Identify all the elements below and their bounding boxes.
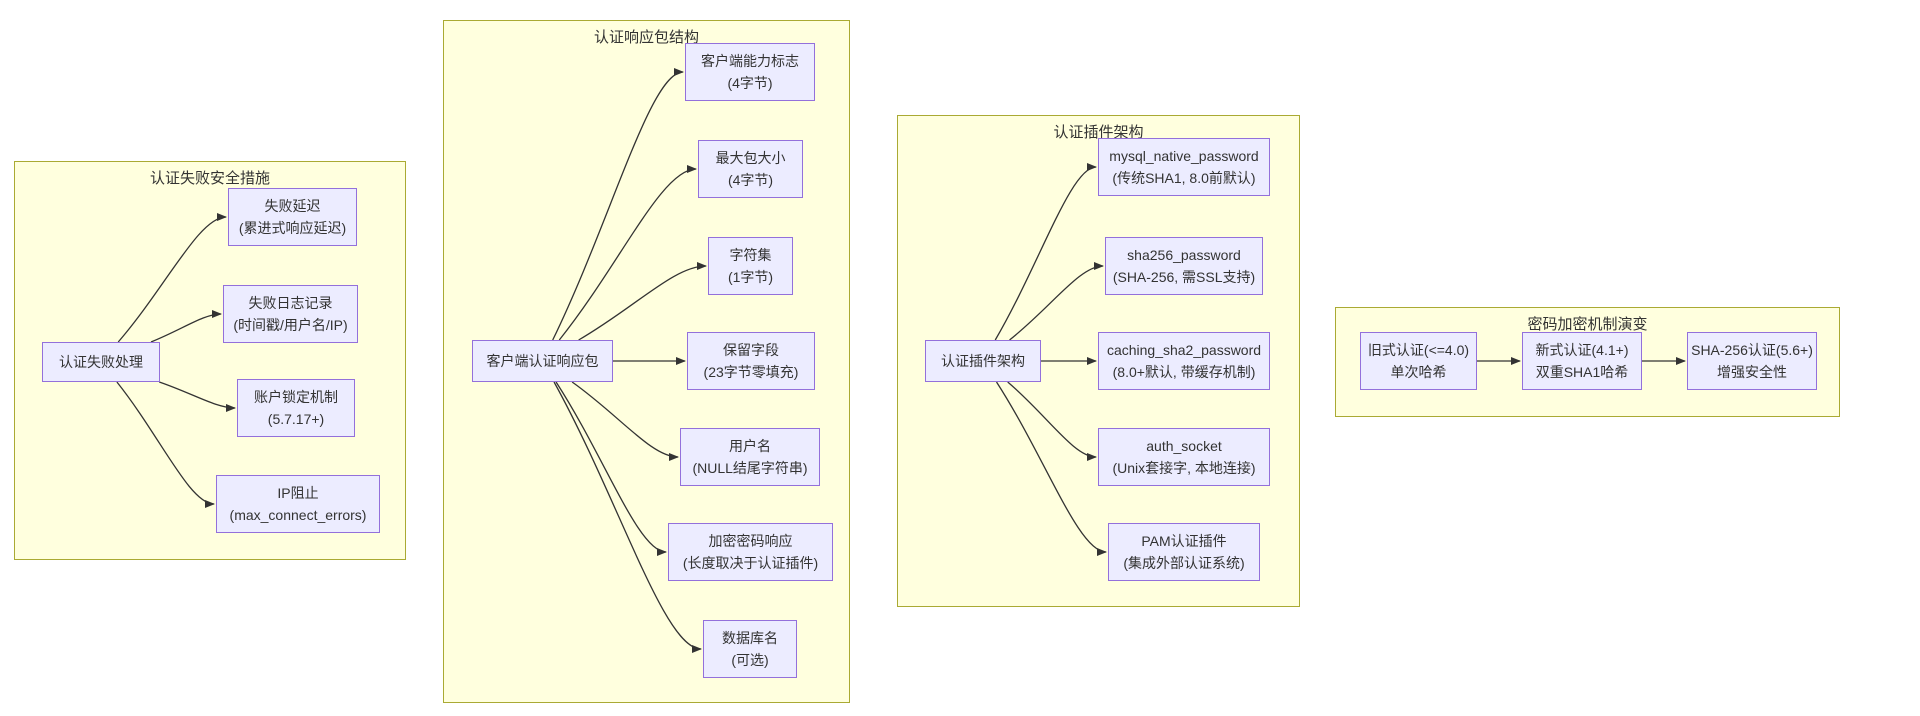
node-label-line: (5.7.17+) — [267, 411, 325, 427]
node-label-line: 新式认证(4.1+) — [1535, 342, 1629, 358]
node-label-line: 加密密码响应 — [708, 533, 793, 549]
node-label-line: (长度取决于认证插件) — [682, 555, 819, 571]
node-label-line: 字符集 — [729, 247, 772, 263]
node-max_pkt: 最大包大小 (4字节) — [698, 140, 803, 198]
node-label-line: 数据库名 — [722, 630, 778, 646]
node-label-line: (4字节) — [727, 172, 774, 188]
node-label-line: IP阻止 — [277, 485, 319, 501]
node-label-line: 账户锁定机制 — [254, 389, 338, 405]
node-label-line: (SHA-256, 需SSL支持) — [1112, 269, 1256, 285]
node-label-line: 双重SHA1哈希 — [1535, 364, 1629, 380]
node-label-line: 最大包大小 — [715, 150, 786, 166]
node-label-line: 认证插件架构 — [941, 353, 1025, 369]
node-label-line: (NULL结尾字符串) — [692, 460, 808, 476]
node-label-line: sha256_password — [1127, 247, 1241, 263]
node-ipblock: IP阻止 (max_connect_errors) — [216, 475, 380, 533]
node-plugin_arch: 认证插件架构 — [925, 340, 1041, 382]
node-sha256: sha256_password (SHA-256, 需SSL支持) — [1105, 237, 1263, 295]
node-new_auth: 新式认证(4.1+) 双重SHA1哈希 — [1522, 332, 1642, 390]
node-label-line: (传统SHA1, 8.0前默认) — [1112, 170, 1256, 186]
node-charset: 字符集 (1字节) — [708, 237, 793, 295]
node-label-line: (时间戳/用户名/IP) — [233, 317, 348, 333]
node-label-line: (Unix套接字, 本地连接) — [1112, 460, 1256, 476]
cluster-title-auth-response-packet: 认证响应包结构 — [593, 29, 699, 46]
node-label-line: (4字节) — [727, 75, 773, 91]
node-caching: caching_sha2_password (8.0+默认, 带缓存机制) — [1098, 332, 1270, 390]
node-sha256_auth: SHA-256认证(5.6+) 增强安全性 — [1687, 332, 1817, 390]
node-resp_pkt: 客户端认证响应包 — [472, 340, 613, 382]
node-auth_fail: 认证失败处理 — [42, 342, 160, 382]
node-reserved: 保留字段 (23字节零填充) — [687, 332, 815, 390]
node-label-line: (集成外部认证系统) — [1123, 555, 1245, 571]
node-label-line: 保留字段 — [723, 342, 779, 358]
node-label-line: 客户端认证响应包 — [486, 353, 599, 369]
node-enc_pwd: 加密密码响应 (长度取决于认证插件) — [668, 523, 833, 581]
node-label-line: mysql_native_password — [1109, 148, 1259, 164]
node-pam: PAM认证插件 (集成外部认证系统) — [1108, 523, 1260, 581]
cluster-title-auth-plugin-arch: 认证插件架构 — [1053, 124, 1144, 141]
node-label-line: caching_sha2_password — [1106, 342, 1262, 358]
node-native: mysql_native_password (传统SHA1, 8.0前默认) — [1098, 138, 1270, 196]
node-label-line: (max_connect_errors) — [229, 507, 367, 523]
node-label-line: 旧式认证(<=4.0) — [1367, 342, 1470, 358]
node-log: 失败日志记录 (时间戳/用户名/IP) — [223, 285, 358, 343]
cluster-title-auth-failure-security: 认证失败安全措施 — [149, 170, 270, 187]
node-label-line: (可选) — [731, 652, 769, 668]
node-label-line: PAM认证插件 — [1141, 533, 1227, 549]
node-delay: 失败延迟 (累进式响应延迟) — [228, 188, 357, 246]
node-cap_flags: 客户端能力标志 (4字节) — [685, 43, 815, 101]
node-label-line: auth_socket — [1146, 438, 1222, 454]
node-label-line: (23字节零填充) — [703, 364, 799, 380]
node-lock: 账户锁定机制 (5.7.17+) — [237, 379, 355, 437]
node-label-line: (1字节) — [727, 269, 774, 285]
node-old_auth: 旧式认证(<=4.0) 单次哈希 — [1360, 332, 1477, 390]
node-label-line: 增强安全性 — [1717, 364, 1787, 380]
node-label-line: (累进式响应延迟) — [238, 220, 347, 236]
node-label-line: 认证失败处理 — [59, 354, 143, 370]
node-label-line: (8.0+默认, 带缓存机制) — [1112, 364, 1256, 380]
node-username: 用户名 (NULL结尾字符串) — [680, 428, 820, 486]
node-label-line: 单次哈希 — [1390, 364, 1447, 380]
node-label-line: 客户端能力标志 — [701, 53, 799, 69]
node-socket: auth_socket (Unix套接字, 本地连接) — [1098, 428, 1270, 486]
node-dbname: 数据库名 (可选) — [703, 620, 797, 678]
node-label-line: SHA-256认证(5.6+) — [1691, 342, 1813, 358]
node-label-line: 用户名 — [729, 438, 771, 454]
cluster-title-password-encryption-evolution: 密码加密机制演变 — [1527, 316, 1648, 333]
node-label-line: 失败延迟 — [264, 198, 321, 214]
node-label-line: 失败日志记录 — [248, 295, 333, 311]
